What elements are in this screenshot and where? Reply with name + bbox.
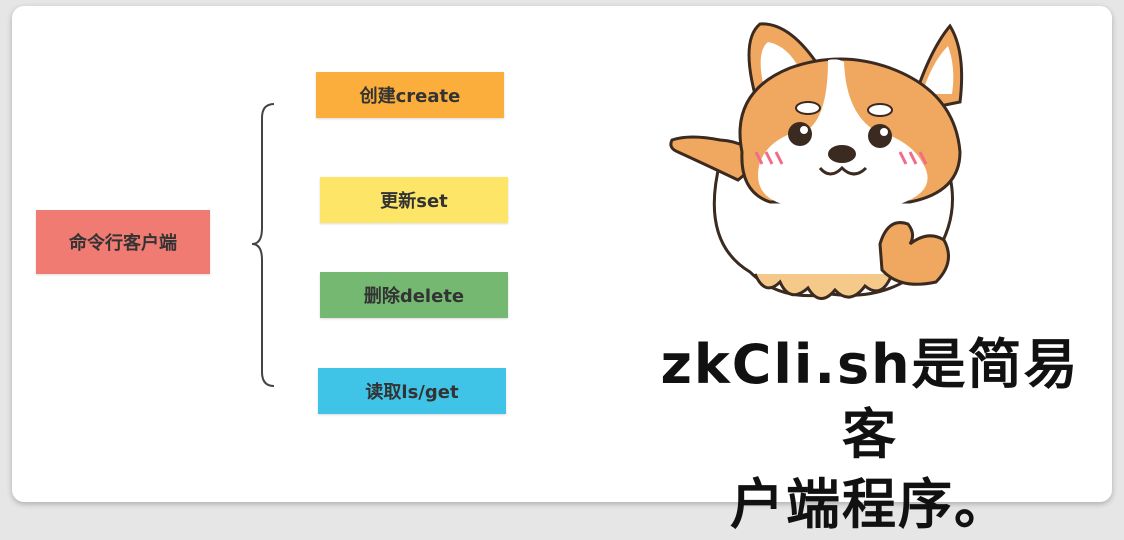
caption-text: zkCli.sh是简易客 户端程序。 bbox=[650, 330, 1090, 540]
curly-brace-connector bbox=[251, 103, 275, 387]
child-node-label: 创建create bbox=[359, 86, 461, 107]
child-node-label: 更新set bbox=[380, 191, 448, 212]
child-node-create: 创建create bbox=[316, 72, 504, 118]
root-node-label: 命令行客户端 bbox=[69, 233, 177, 254]
corgi-mascot-icon bbox=[669, 22, 964, 300]
child-node-label: 删除delete bbox=[363, 286, 465, 307]
caption-line-1: zkCli.sh是简易客 bbox=[660, 333, 1080, 466]
child-node-delete: 删除delete bbox=[320, 272, 508, 318]
root-node: 命令行客户端 bbox=[36, 210, 210, 274]
caption-line-2: 户端程序。 bbox=[730, 473, 1010, 536]
child-node-set: 更新set bbox=[320, 177, 508, 223]
child-node-label: 读取ls/get bbox=[365, 382, 459, 403]
child-node-get: 读取ls/get bbox=[318, 368, 506, 414]
